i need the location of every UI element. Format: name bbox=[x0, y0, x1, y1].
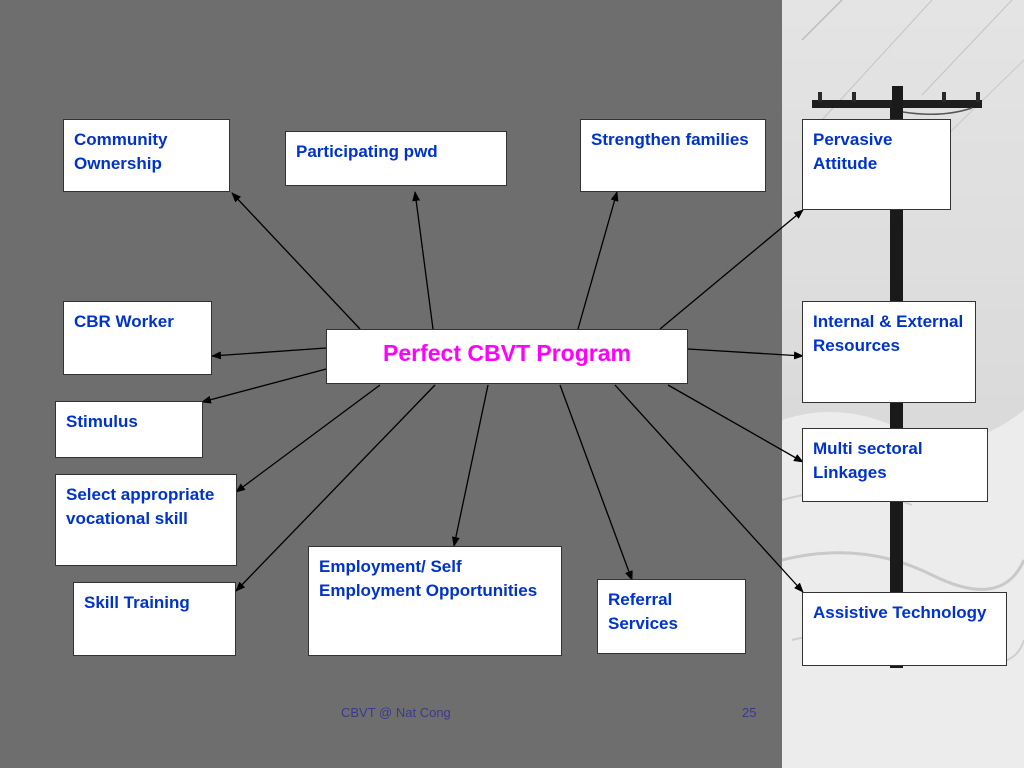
node-employment-opportunities: Employment/ Self Employment Opportunitie… bbox=[308, 546, 562, 656]
arrow-to-stimulus bbox=[201, 367, 331, 404]
arrow-to-select-vocational-skill bbox=[235, 384, 381, 493]
center-node: Perfect CBVT Program bbox=[326, 329, 688, 384]
arrow-to-skill-training bbox=[235, 384, 436, 592]
arrow-to-employment-opportunities bbox=[451, 384, 489, 547]
node-label: Skill Training bbox=[84, 593, 190, 612]
node-skill-training: Skill Training bbox=[73, 582, 236, 656]
node-label: Assistive Technology bbox=[813, 603, 987, 622]
arrow-to-assistive-technology bbox=[614, 384, 804, 593]
node-stimulus: Stimulus bbox=[55, 401, 203, 458]
node-pervasive-attitude: Pervasive Attitude bbox=[802, 119, 951, 210]
node-label: Pervasive Attitude bbox=[813, 130, 893, 173]
arrow-to-internal-external-resources bbox=[687, 348, 804, 360]
node-referral-services: Referral Services bbox=[597, 579, 746, 654]
node-strengthen-families: Strengthen families bbox=[580, 119, 766, 192]
node-label: Community Ownership bbox=[74, 130, 168, 173]
center-node-label: Perfect CBVT Program bbox=[383, 340, 631, 366]
node-assistive-technology: Assistive Technology bbox=[802, 592, 1007, 666]
node-community-ownership: Community Ownership bbox=[63, 119, 230, 192]
node-label: Multi sectoral Linkages bbox=[813, 439, 923, 482]
node-cbr-worker: CBR Worker bbox=[63, 301, 212, 375]
node-label: Strengthen families bbox=[591, 130, 749, 149]
arrow-to-strengthen-families bbox=[577, 191, 619, 330]
node-label: Participating pwd bbox=[296, 142, 438, 161]
node-participating-pwd: Participating pwd bbox=[285, 131, 507, 186]
footer-page-number: 25 bbox=[742, 705, 757, 720]
node-label: Referral Services bbox=[608, 590, 678, 633]
node-label: Select appropriate vocational skill bbox=[66, 485, 215, 528]
node-multi-sectoral-linkages: Multi sectoral Linkages bbox=[802, 428, 988, 502]
arrow-to-pervasive-attitude bbox=[659, 209, 804, 330]
node-label: CBR Worker bbox=[74, 312, 174, 331]
node-internal-external-resources: Internal & External Resources bbox=[802, 301, 976, 403]
node-select-vocational-skill: Select appropriate vocational skill bbox=[55, 474, 237, 566]
footer-credit: CBVT @ Nat Cong bbox=[341, 705, 451, 720]
arrow-to-participating-pwd bbox=[412, 191, 434, 330]
arrow-to-cbr-worker bbox=[211, 347, 327, 360]
node-label: Stimulus bbox=[66, 412, 138, 431]
arrow-to-referral-services bbox=[559, 384, 633, 581]
node-label: Internal & External Resources bbox=[813, 312, 964, 355]
arrow-to-multi-sectoral-linkages bbox=[667, 384, 804, 463]
node-label: Employment/ Self Employment Opportunitie… bbox=[319, 557, 538, 600]
arrow-to-community-ownership bbox=[231, 192, 361, 330]
